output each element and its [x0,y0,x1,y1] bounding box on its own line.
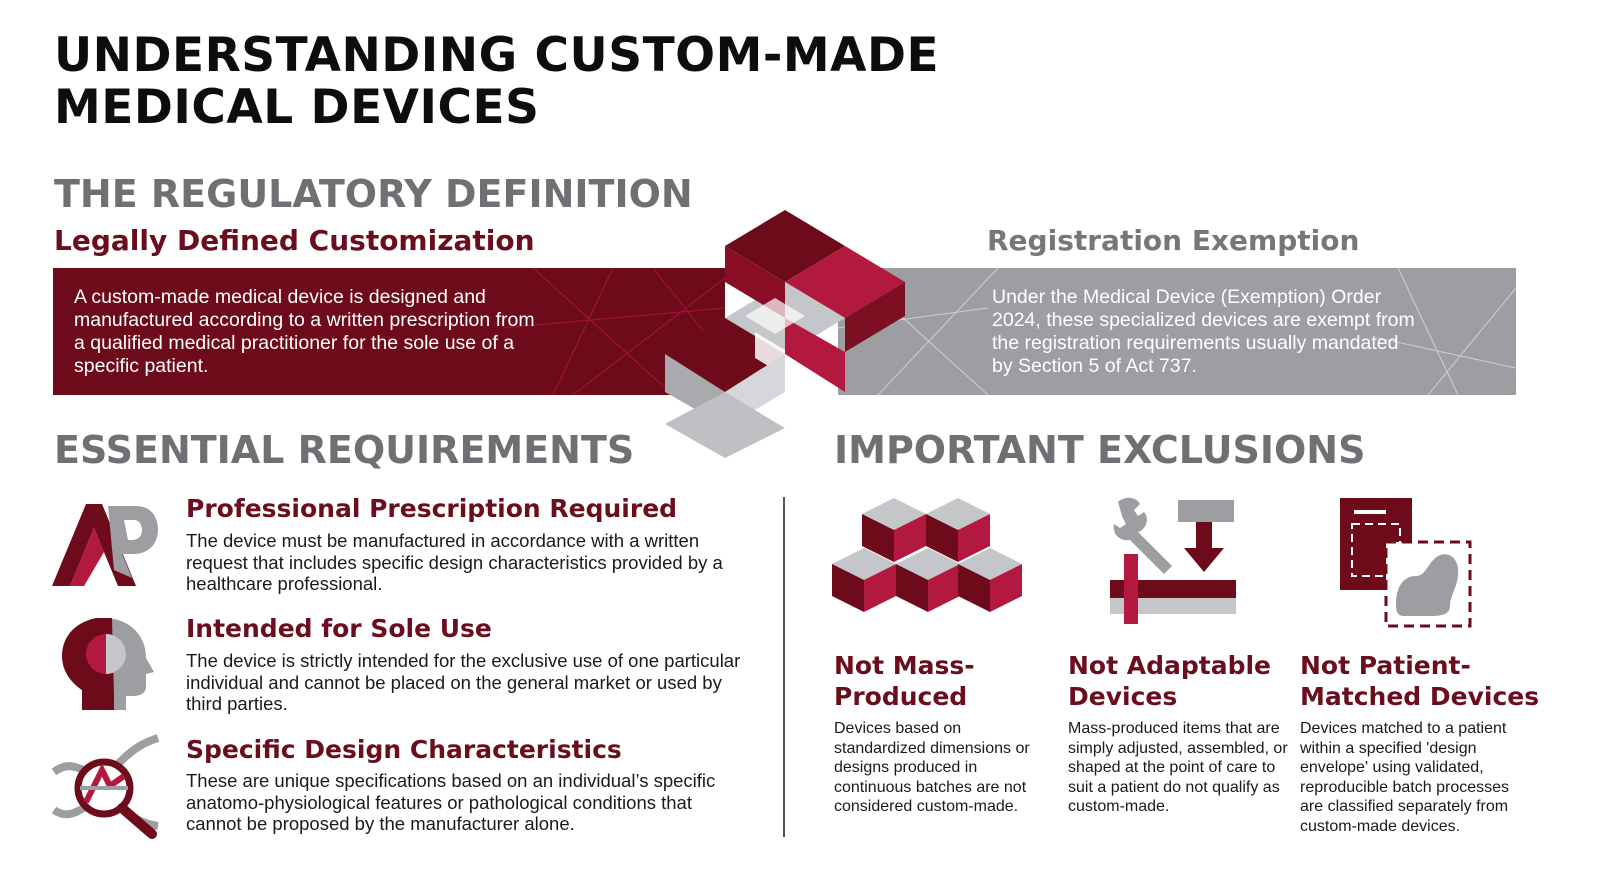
right-band-title: Registration Exemption [987,224,1360,257]
prescription-icon [52,504,158,586]
definition-text: A custom-made medical device is designed… [74,286,535,377]
cubes-icon [832,498,1022,612]
exc-text-mass: Devices based on standardized dimensions… [834,720,1030,815]
exclusions-heading: IMPORTANT EXCLUSIONS [834,428,1366,472]
exemption-band: Under the Medical Device (Exemption) Ord… [838,268,1516,395]
req-title-design: Specific Design Characteristics [186,735,622,764]
req-title-sole-use: Intended for Sole Use [186,614,492,643]
page-title: UNDERSTANDING CUSTOM-MADE MEDICAL DEVICE… [54,28,940,135]
head-profile-icon [62,618,154,710]
exc-title-mass: Not Mass-Produced [834,651,975,711]
interlock-emblem-icon [665,210,905,458]
magnifier-icon [51,734,160,839]
exc-title-patient-matched: Not Patient-Matched Devices [1300,651,1540,711]
design-envelope-icon [1340,498,1472,628]
requirements-heading: ESSENTIAL REQUIREMENTS [54,428,635,472]
exemption-text: Under the Medical Device (Exemption) Ord… [992,286,1415,377]
regulatory-heading: THE REGULATORY DEFINITION [54,172,693,216]
req-text-prescription: The device must be manufactured in accor… [186,530,723,594]
req-title-prescription: Professional Prescription Required [186,494,678,523]
exc-text-patient-matched: Devices matched to a patient within a sp… [1300,720,1510,835]
req-text-sole-use: The device is strictly intended for the … [186,650,741,714]
exc-text-adaptable: Mass-produced items that are simply adju… [1068,720,1288,815]
definition-band: A custom-made medical device is designed… [53,268,725,395]
left-band-title: Legally Defined Customization [54,224,535,257]
band-pattern [502,268,725,395]
wrench-icon [1110,497,1236,624]
req-text-design: These are unique specifications based on… [186,770,716,834]
section-divider [783,497,785,837]
exc-title-adaptable: Not Adaptable Devices [1068,651,1272,711]
